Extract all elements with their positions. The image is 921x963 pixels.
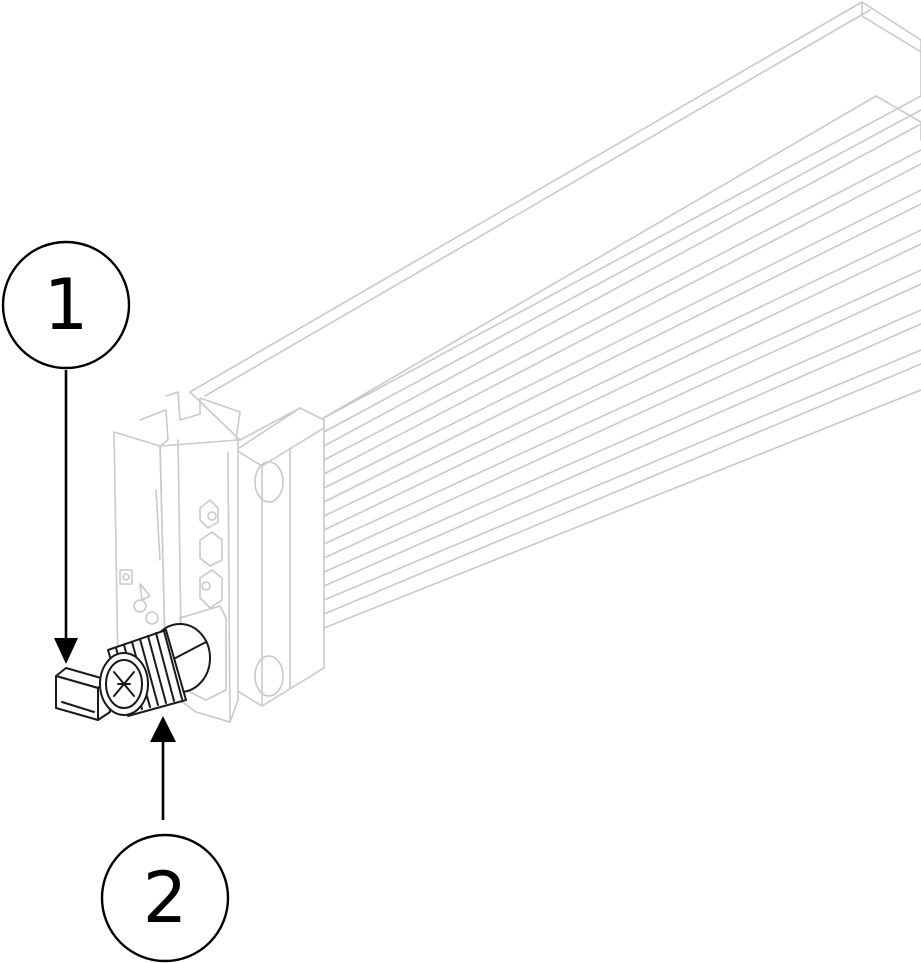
arrow-up-icon [150, 716, 176, 742]
callout-1-circle [1, 240, 131, 370]
callout-2: 2 [100, 716, 230, 963]
arrow-down-icon [54, 638, 78, 664]
callout-1: 1 [1, 240, 131, 664]
heatsink-fins [323, 109, 921, 629]
callout-1-number: 1 [44, 264, 89, 346]
phillips-cross-icon [113, 671, 135, 697]
callout-2-circle [100, 833, 230, 963]
callout-2-number: 2 [143, 857, 188, 939]
thumbscrew [99, 623, 211, 717]
module-body [113, 1, 921, 723]
